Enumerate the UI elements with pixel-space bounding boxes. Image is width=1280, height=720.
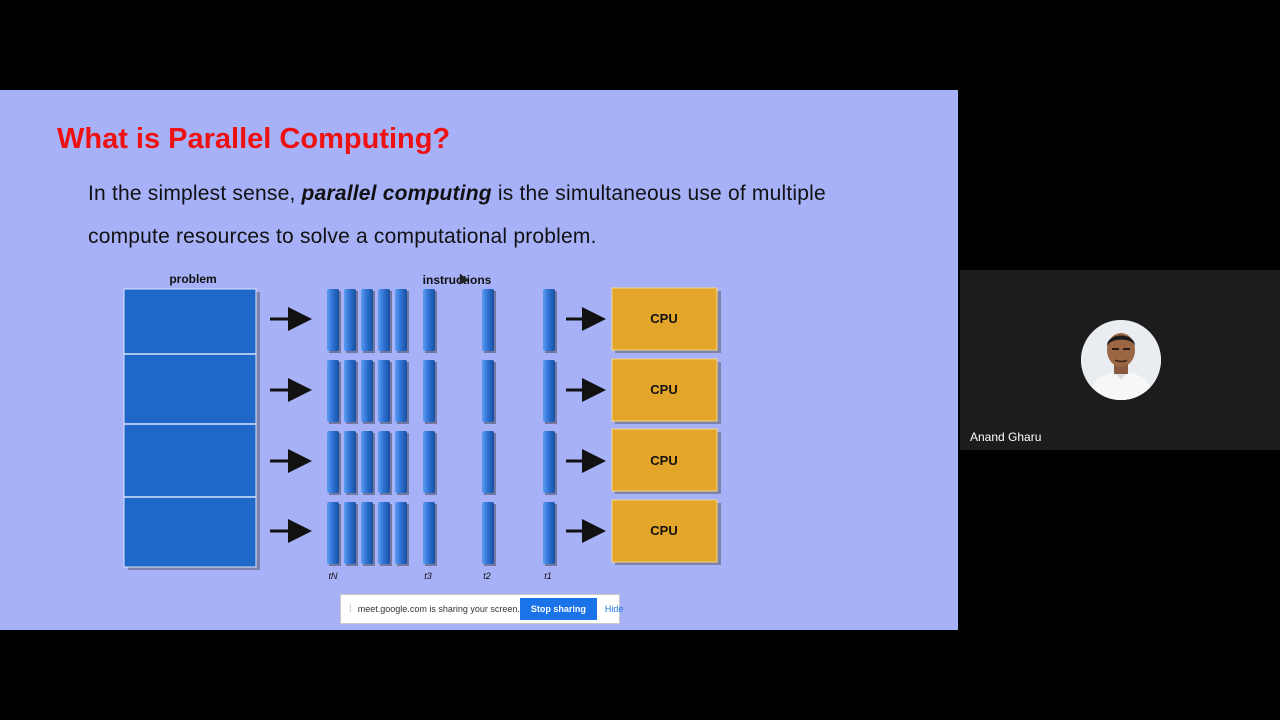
cpu-label: CPU [650,311,677,326]
arrows-to-cpus [566,307,606,543]
cpu-box-3: CPU [611,428,721,494]
instruction-bar [482,502,494,564]
instruction-bar [344,431,356,493]
time-label-t3: t3 [424,571,432,581]
instruction-bar [543,502,555,564]
instruction-bar [423,289,435,351]
instruction-bar [361,431,373,493]
cpu-box-2: CPU [611,358,721,424]
instruction-bar [327,360,339,422]
hide-button[interactable]: Hide [604,604,624,614]
cpu-label: CPU [650,453,677,468]
instructions-label: instructions [423,273,492,287]
instruction-bar [395,289,407,351]
participant-name: Anand Gharu [970,430,1042,444]
instruction-bar [378,289,390,351]
instruction-bar [361,502,373,564]
slide-title: What is Parallel Computing? [57,123,451,155]
instruction-bar [344,289,356,351]
instruction-bar [395,502,407,564]
instruction-bar [423,502,435,564]
cpu-box-1: CPU [611,287,721,353]
arrows-to-instructions [270,307,312,543]
time-label-tn: tN [329,571,339,581]
instruction-bar [395,360,407,422]
instruction-bar [327,289,339,351]
instruction-bar [344,360,356,422]
cpu-label: CPU [650,523,677,538]
instruction-bar [344,502,356,564]
instruction-bar [482,360,494,422]
instruction-bar [482,289,494,351]
instruction-bar [378,360,390,422]
cpu-label: CPU [650,382,677,397]
instruction-bar [361,360,373,422]
instruction-bar [378,431,390,493]
participant-tile[interactable]: Anand Gharu [960,270,1280,450]
time-label-t1: t1 [544,571,552,581]
time-label-t2: t2 [483,571,491,581]
person-avatar-icon [1081,320,1161,400]
stop-sharing-button[interactable]: Stop sharing [519,598,597,620]
drag-handle-icon[interactable]: ⁞ [349,603,352,615]
body-text-emphasis: parallel computing [301,182,492,205]
shared-screen-area: What is Parallel Computing? In the simpl… [0,90,958,630]
parallel-computing-diagram: problem instructions [123,272,721,581]
instruction-bar [543,289,555,351]
presentation-slide: What is Parallel Computing? In the simpl… [0,90,958,630]
body-text-start: In the simplest sense, [88,182,302,205]
instruction-bar [543,431,555,493]
problem-label: problem [169,272,216,286]
instruction-bar [482,431,494,493]
instruction-bar [423,431,435,493]
instruction-bar [423,360,435,422]
cpu-box-4: CPU [611,499,721,565]
instruction-bar [327,502,339,564]
instruction-bar [327,431,339,493]
instruction-bar [543,360,555,422]
problem-block [123,288,260,570]
body-text-end: is the simultaneous use of multiple comp… [88,182,826,248]
screen-share-banner: ⁞ meet.google.com is sharing your screen… [340,594,623,624]
slide-body-text: In the simplest sense, parallel computin… [88,172,868,258]
participant-avatar [1081,320,1161,400]
instruction-bar [395,431,407,493]
instruction-bar [378,502,390,564]
share-message: meet.google.com is sharing your screen. [357,604,520,614]
instruction-bar [361,289,373,351]
instruction-bars [327,289,557,566]
